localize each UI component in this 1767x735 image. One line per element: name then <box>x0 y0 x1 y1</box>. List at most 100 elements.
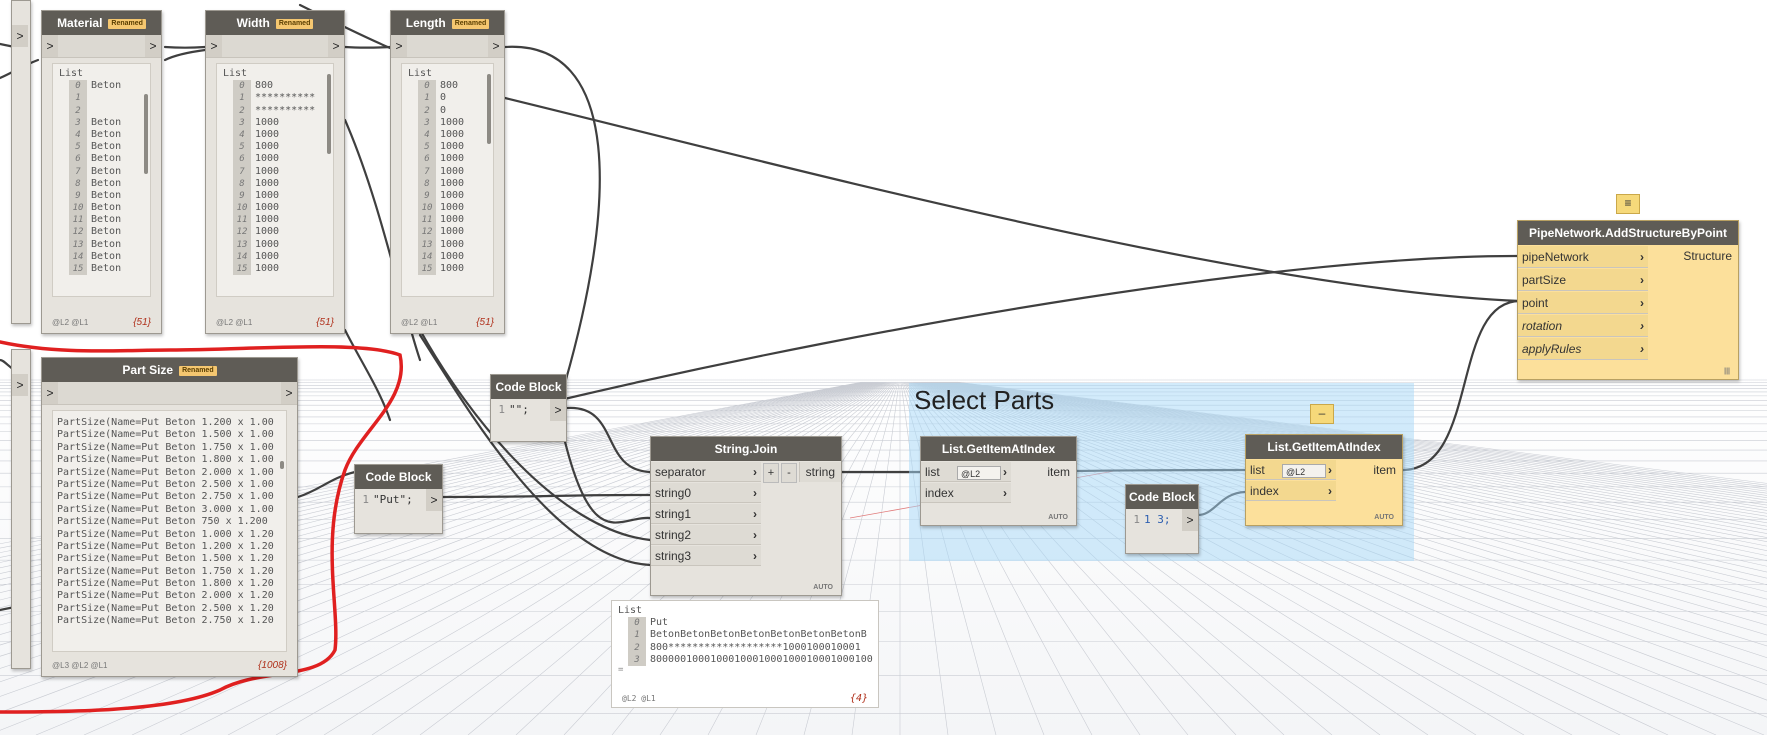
input-port-pipeNetwork[interactable]: pipeNetwork› <box>1518 246 1648 268</box>
input-port-point[interactable]: point› <box>1518 292 1648 314</box>
remove-input-button[interactable]: - <box>781 463 797 483</box>
input-port[interactable]: > <box>42 35 58 57</box>
node-header[interactable]: List.GetItemAtIndex <box>921 437 1076 461</box>
input-port-string3[interactable]: string3› <box>651 546 761 566</box>
code-block-separator[interactable]: Code Block 1""; > <box>490 374 567 442</box>
group-title[interactable]: Select Parts <box>914 385 1055 415</box>
list-value: 1000 <box>255 165 280 177</box>
scrollbar[interactable] <box>327 74 331 154</box>
list-item: PartSize(Name=Put Beton 1.000 x 1.20 <box>57 528 274 540</box>
output-port[interactable]: > <box>1182 509 1198 531</box>
add-input-button[interactable]: + <box>763 463 779 483</box>
string-join-node[interactable]: String.Join separator›string0›string1›st… <box>650 436 842 596</box>
output-port-item[interactable]: item <box>1047 465 1070 479</box>
list-levels: @L2 @L1 <box>401 318 438 327</box>
output-port[interactable]: > <box>488 35 504 57</box>
node-header[interactable]: Code Block <box>1126 485 1198 509</box>
scrollbar[interactable] <box>487 74 491 144</box>
output-port-item[interactable]: item <box>1373 463 1396 477</box>
partial-node-bottom[interactable]: > <box>11 349 31 669</box>
partial-node-top[interactable]: > <box>11 0 31 324</box>
add-structure-node[interactable]: PipeNetwork.AddStructureByPoint pipeNetw… <box>1517 220 1739 380</box>
input-port-applyRules[interactable]: applyRules› <box>1518 338 1648 360</box>
collapse-icon[interactable]: = <box>618 665 624 675</box>
input-port-string2[interactable]: string2› <box>651 525 761 545</box>
list-value: 0 <box>440 92 447 104</box>
list-value: 1000 <box>440 165 465 177</box>
line-number: 1 <box>498 403 505 416</box>
level-spinner[interactable]: @L2 <box>1282 463 1327 478</box>
get-item-node-1[interactable]: List.GetItemAtIndex list @L2› index› ite… <box>920 436 1077 526</box>
output-port[interactable]: > <box>550 399 566 421</box>
partial-node-port[interactable]: > <box>12 25 28 47</box>
node-header[interactable]: List.GetItemAtIndex <box>1246 435 1402 459</box>
node-header[interactable]: Code Block <box>355 465 442 489</box>
partial-node-port[interactable]: > <box>12 374 28 396</box>
code-editor[interactable]: 1"Put"; <box>355 489 442 511</box>
input-port-index[interactable]: index› <box>921 483 1011 503</box>
output-port-string[interactable]: string <box>798 462 841 482</box>
note-collapse-icon[interactable]: – <box>1310 404 1334 424</box>
output-port-structure[interactable]: Structure <box>1683 249 1732 263</box>
input-port-string0[interactable]: string0› <box>651 483 761 503</box>
input-port-partSize[interactable]: partSize› <box>1518 269 1648 291</box>
output-port[interactable]: > <box>426 489 442 511</box>
code-block-put[interactable]: Code Block 1"Put"; > <box>354 464 443 534</box>
list-value: 1000 <box>255 177 280 189</box>
output-port[interactable]: > <box>281 382 297 404</box>
input-port-string1[interactable]: string1› <box>651 504 761 524</box>
level-spinner[interactable]: @L2 <box>957 465 1002 480</box>
output-port[interactable]: > <box>328 35 344 57</box>
input-port-list[interactable]: list @L2› <box>921 462 1011 482</box>
list-value: Beton <box>91 177 122 189</box>
input-port[interactable]: > <box>42 382 58 404</box>
list-index: 5 <box>69 141 87 154</box>
note-icon[interactable]: ≡ <box>1616 194 1640 214</box>
code-editor[interactable]: 1""; <box>491 399 566 421</box>
node-header[interactable]: String.Join <box>651 437 841 461</box>
list-index: 9 <box>69 189 87 203</box>
list-index: 7 <box>418 165 436 178</box>
input-port[interactable]: > <box>206 35 222 57</box>
get-item-node-2[interactable]: List.GetItemAtIndex list @L2› index› ite… <box>1245 434 1403 526</box>
input-port[interactable]: > <box>391 35 407 57</box>
lacing-label: AUTO <box>813 584 833 591</box>
input-port-rotation[interactable]: rotation› <box>1518 315 1648 337</box>
input-row: > > <box>42 35 161 58</box>
node-header[interactable]: PipeNetwork.AddStructureByPoint <box>1518 221 1738 245</box>
port-label: applyRules <box>1522 342 1582 356</box>
scrollbar[interactable] <box>280 461 284 469</box>
input-port-list[interactable]: list @L2› <box>1246 460 1336 480</box>
scrollbar[interactable] <box>144 94 148 174</box>
node-header[interactable]: Code Block <box>491 375 566 399</box>
list-value: 1000 <box>440 116 465 128</box>
input-port-separator[interactable]: separator› <box>651 462 761 482</box>
input-port-index[interactable]: index› <box>1246 481 1336 501</box>
output-port[interactable]: > <box>145 35 161 57</box>
